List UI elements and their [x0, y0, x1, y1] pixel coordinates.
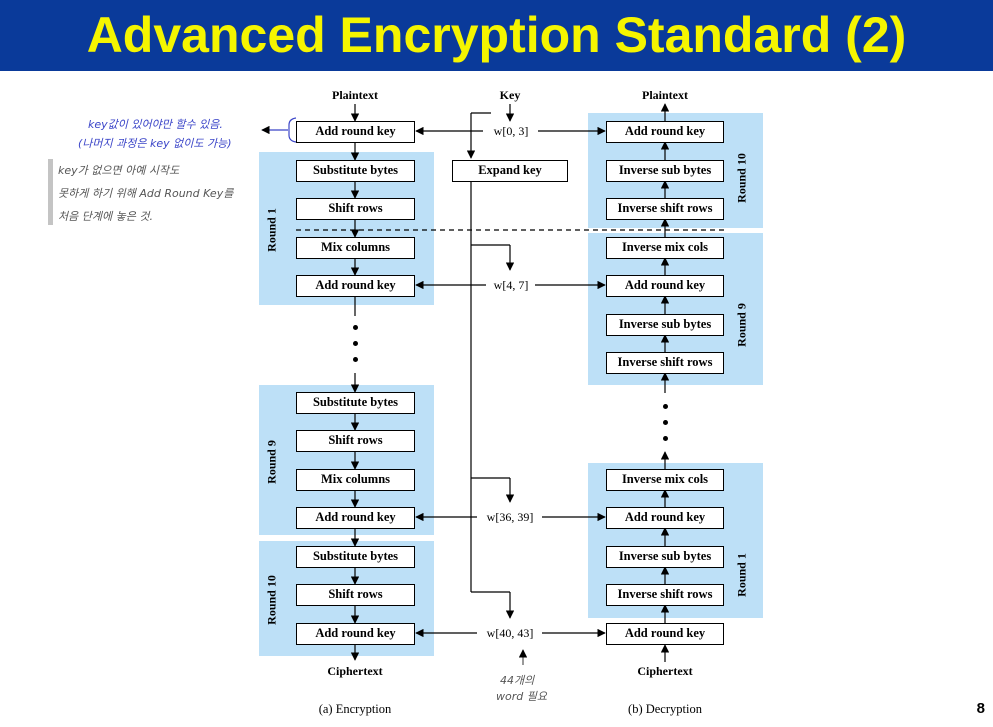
word-w36-39: w[36, 39] [478, 510, 542, 525]
dec-r9-inverse-sub-bytes-box: Inverse sub bytes [606, 314, 724, 336]
enc-ellipsis-dot-2 [353, 341, 358, 346]
note-side-line1: key가 없으면 아예 시작도 [58, 164, 180, 177]
note-words-line2: word 필요 [496, 690, 547, 703]
enc-round-9-label: Round 9 [264, 440, 279, 484]
dec-round-9-label: Round 9 [734, 303, 749, 347]
note-side-bar [48, 159, 53, 225]
dec-ellipsis-dot-3 [663, 436, 668, 441]
dec-r1-inverse-sub-bytes-box: Inverse sub bytes [606, 546, 724, 568]
dec-r9-add-round-key-box: Add round key [606, 275, 724, 297]
dec-r10-add-round-key-box: Add round key [606, 121, 724, 143]
title-bar [0, 0, 993, 71]
dec-final-add-round-key-box: Add round key [606, 623, 724, 645]
dec-r1-inverse-shift-rows-box: Inverse shift rows [606, 584, 724, 606]
dec-round-1-label: Round 1 [734, 553, 749, 597]
dec-r1-inverse-mix-cols-box: Inverse mix cols [606, 469, 724, 491]
dec-r10-inverse-shift-rows-box: Inverse shift rows [606, 198, 724, 220]
enc-r9-mix-columns-box: Mix columns [296, 469, 415, 491]
enc-r1-add-round-key-box: Add round key [296, 275, 415, 297]
enc-caption: (a) Encryption [318, 702, 392, 716]
enc-r9-shift-rows-box: Shift rows [296, 430, 415, 452]
note-words-line1: 44개의 [500, 674, 535, 687]
expand-key-box: Expand key [452, 160, 568, 182]
enc-r1-mix-columns-box: Mix columns [296, 237, 415, 259]
dec-round-10-label: Round 10 [734, 153, 749, 203]
note-side-line3: 처음 단계에 놓은 것. [58, 210, 153, 223]
page-number: 8 [976, 700, 985, 717]
enc-r10-shift-rows-box: Shift rows [296, 584, 415, 606]
word-w4-7: w[4, 7] [487, 278, 535, 293]
enc-r9-add-round-key-box: Add round key [296, 507, 415, 529]
key-label: Key [499, 88, 521, 102]
enc-r10-add-round-key-box: Add round key [296, 623, 415, 645]
note-side-line2: 못하게 하기 위해 Add Round Key를 [58, 187, 234, 200]
enc-initial-add-round-key-box: Add round key [296, 121, 415, 143]
dec-r10-inverse-sub-bytes-box: Inverse sub bytes [606, 160, 724, 182]
dec-caption: (b) Decryption [628, 702, 702, 716]
enc-r10-substitute-bytes-box: Substitute bytes [296, 546, 415, 568]
dec-ciphertext-label: Ciphertext [637, 664, 693, 678]
note-key-required-line2: (나머지 과정은 key 없이도 가능) [78, 137, 232, 150]
dec-r9-inverse-shift-rows-box: Inverse shift rows [606, 352, 724, 374]
dec-ellipsis-dot-1 [663, 404, 668, 409]
enc-plaintext-label: Plaintext [332, 88, 378, 102]
enc-r1-shift-rows-box: Shift rows [296, 198, 415, 220]
enc-r1-substitute-bytes-box: Substitute bytes [296, 160, 415, 182]
enc-ellipsis-dot-3 [353, 357, 358, 362]
dec-ellipsis-dot-2 [663, 420, 668, 425]
enc-ellipsis-dot-1 [353, 325, 358, 330]
note-key-required-line1: key값이 있어야만 할수 있음. [88, 118, 223, 131]
slide-title: Advanced Encryption Standard (2) [86, 7, 907, 63]
word-w0-3: w[0, 3] [484, 124, 538, 139]
word-w40-43: w[40, 43] [478, 626, 542, 641]
enc-ciphertext-label: Ciphertext [327, 664, 383, 678]
dec-plaintext-label: Plaintext [642, 88, 688, 102]
enc-r9-substitute-bytes-box: Substitute bytes [296, 392, 415, 414]
enc-round-10-label: Round 10 [264, 575, 279, 625]
dec-r1-add-round-key-box: Add round key [606, 507, 724, 529]
enc-round-1-label: Round 1 [264, 208, 279, 252]
dec-r9-inverse-mix-cols-box: Inverse mix cols [606, 237, 724, 259]
